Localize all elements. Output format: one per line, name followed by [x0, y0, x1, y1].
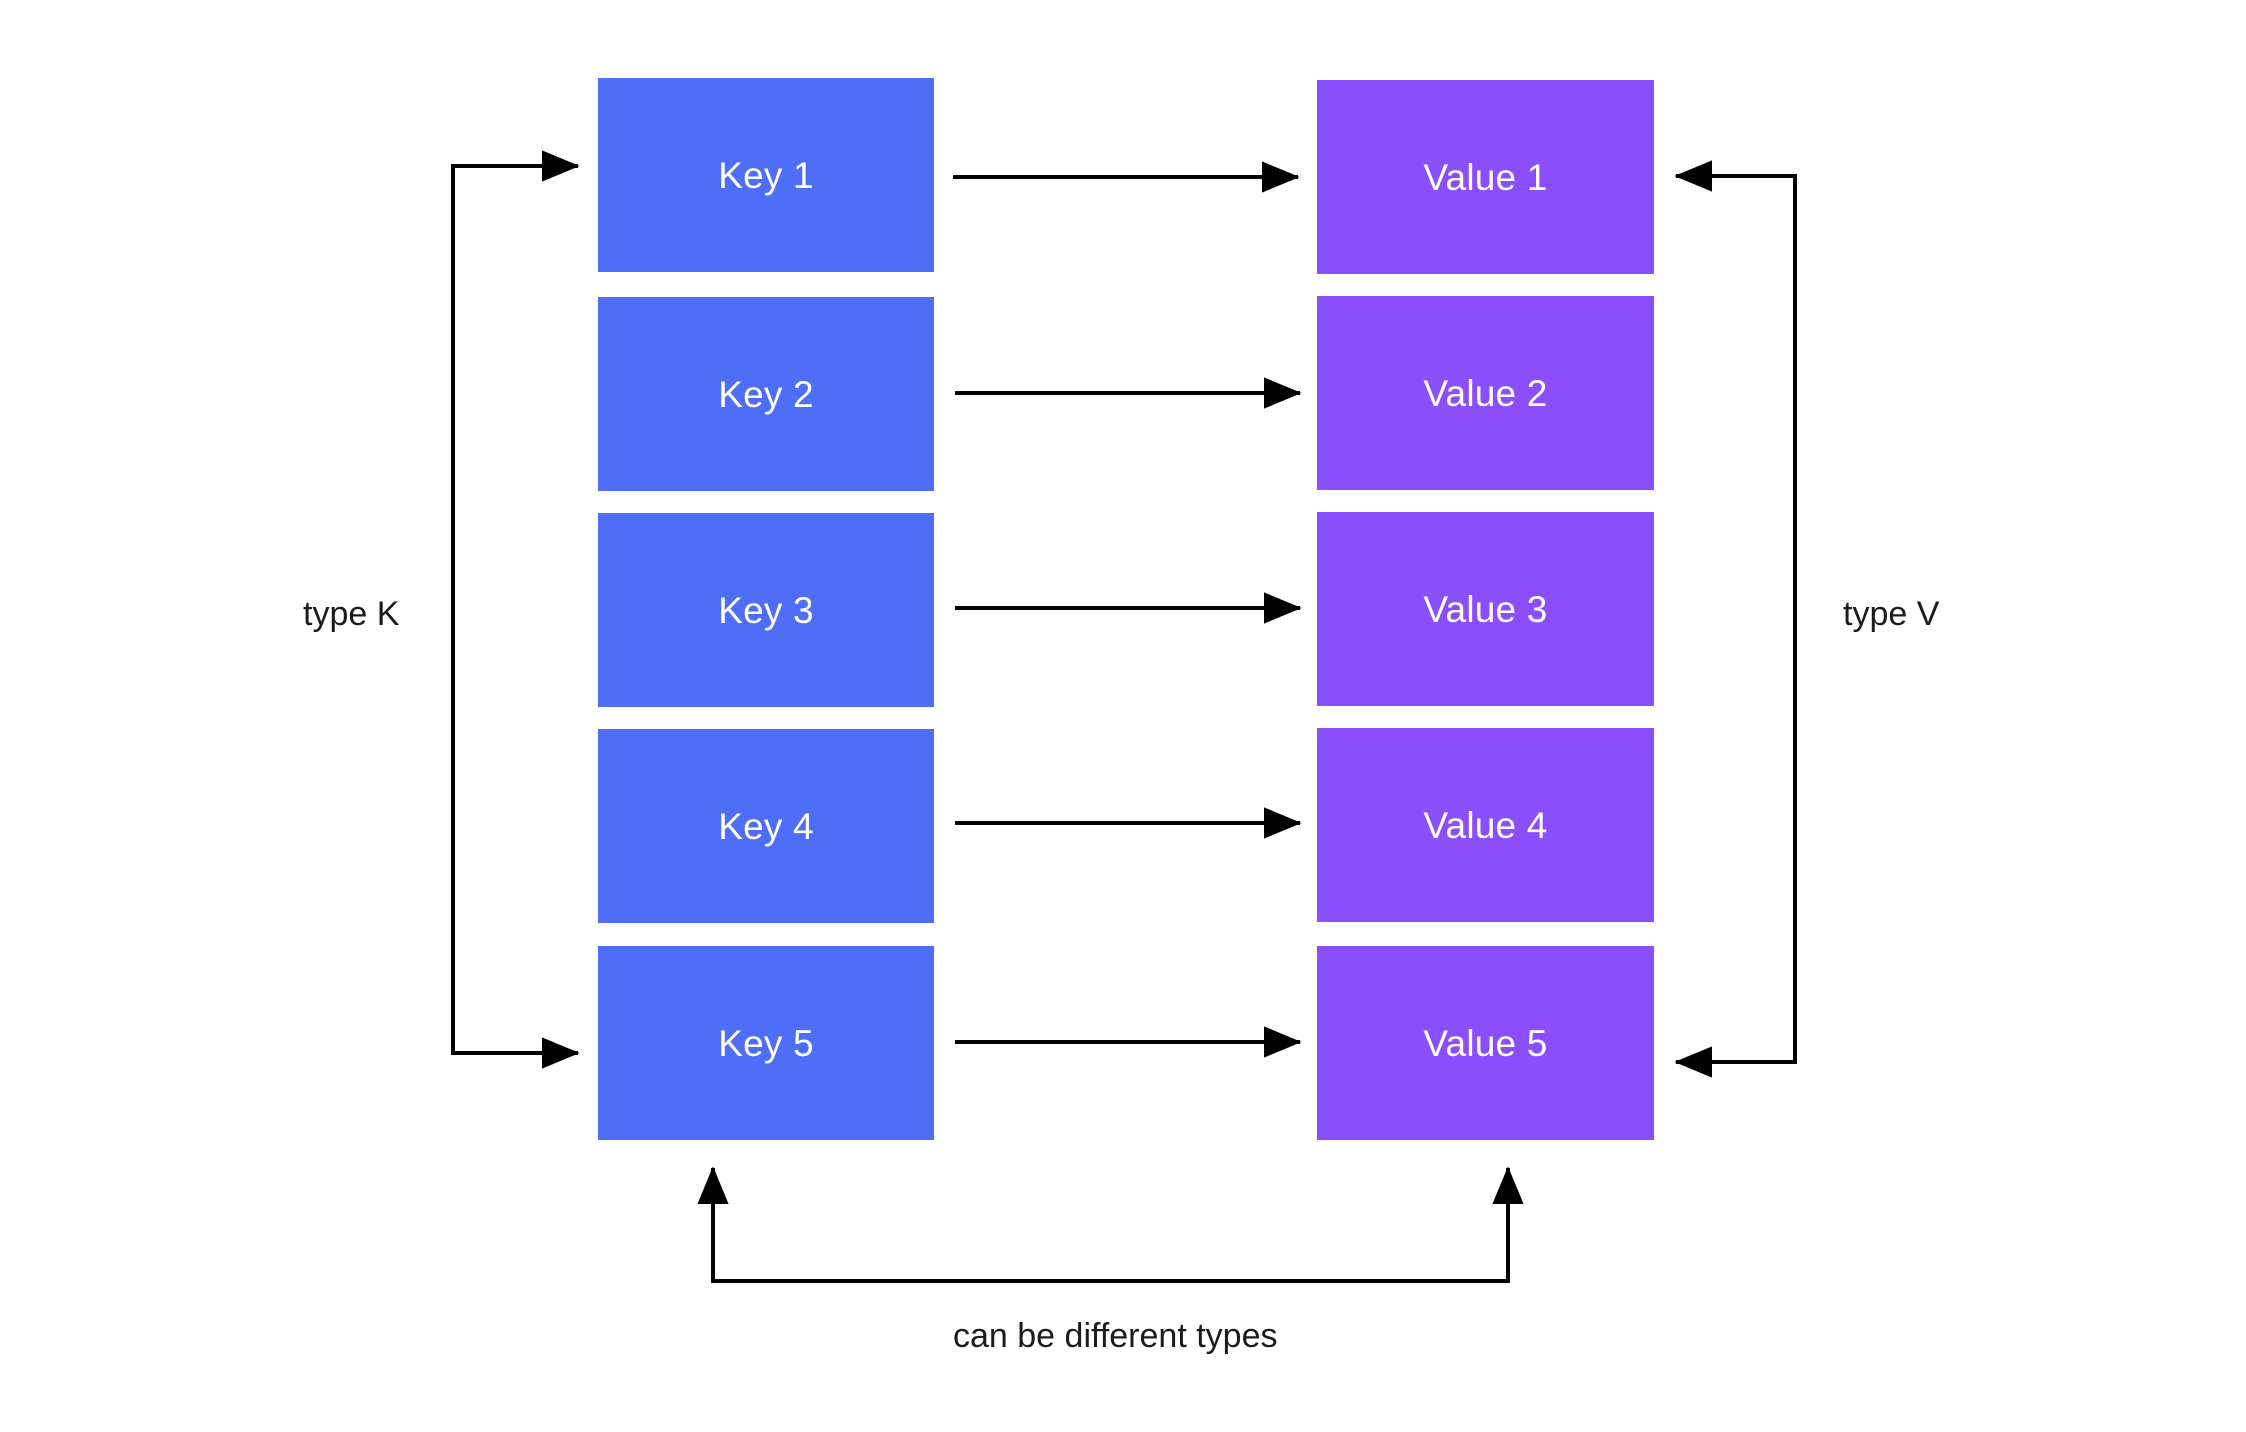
key-box-label: Key 1 [718, 154, 814, 196]
value-box-label: Value 5 [1423, 1022, 1548, 1064]
key-box-2[interactable]: Key 2 [598, 297, 934, 491]
type-v-bracket [1674, 160, 1797, 1078]
key-box-4[interactable]: Key 4 [598, 729, 934, 923]
different-types-label: can be different types [953, 1317, 1278, 1355]
value-box-label: Value 3 [1423, 588, 1548, 630]
key-box-label: Key 2 [718, 373, 814, 415]
type-k-bracket [451, 150, 580, 1069]
type-v-label: type V [1843, 595, 1940, 633]
value-box-3[interactable]: Value 3 [1317, 512, 1654, 706]
value-box-5[interactable]: Value 5 [1317, 946, 1654, 1140]
key-box-label: Key 5 [718, 1022, 814, 1064]
different-types-bracket [697, 1166, 1524, 1283]
type-k-label: type K [303, 595, 400, 633]
key-box-3[interactable]: Key 3 [598, 513, 934, 707]
value-box-label: Value 1 [1423, 156, 1548, 198]
value-box-1[interactable]: Value 1 [1317, 80, 1654, 274]
key-box-1[interactable]: Key 1 [598, 78, 934, 272]
value-box-label: Value 2 [1423, 372, 1548, 414]
value-box-2[interactable]: Value 2 [1317, 296, 1654, 490]
key-box-5[interactable]: Key 5 [598, 946, 934, 1140]
key-box-label: Key 4 [718, 805, 814, 847]
value-box-label: Value 4 [1423, 804, 1548, 846]
value-box-4[interactable]: Value 4 [1317, 728, 1654, 922]
key-box-label: Key 3 [718, 589, 814, 631]
